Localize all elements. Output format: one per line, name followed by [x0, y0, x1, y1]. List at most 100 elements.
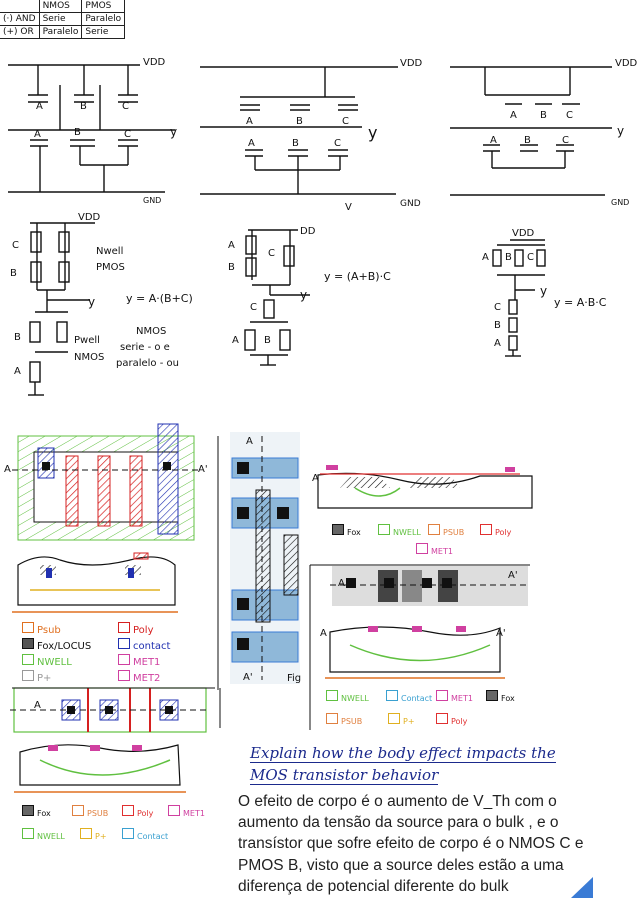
- vdd-label: VDD: [400, 58, 423, 69]
- cmos-left-drawing: [28, 222, 95, 396]
- input-c-label: C: [342, 116, 349, 127]
- legend-label: Contact: [401, 694, 433, 703]
- legend-swatch: [122, 805, 134, 816]
- legend-swatch: [486, 690, 498, 701]
- cut-a-label: A: [320, 628, 327, 639]
- cmos-right-drawing: [492, 239, 546, 357]
- cut-a-prime-label: A': [243, 672, 253, 683]
- input-a-label: A: [228, 240, 235, 251]
- note-line: serie - o e: [120, 342, 170, 353]
- table-cell: (+) OR: [0, 25, 40, 39]
- input-b-label: B: [228, 262, 235, 273]
- legend-label: Poly: [137, 809, 154, 818]
- output-y-label: y: [88, 295, 96, 309]
- cut-a-label: A: [312, 473, 319, 484]
- table-row: NMOS PMOS: [0, 0, 126, 13]
- v-label: V: [345, 202, 352, 213]
- gnd-label: GND: [611, 198, 630, 207]
- output-y-label: y: [617, 124, 625, 138]
- input-c-label: C: [122, 101, 129, 112]
- table-row: (+) OR Paralelo Serie: [0, 25, 126, 39]
- nmos-label: NMOS: [74, 352, 105, 363]
- output-y-label: y: [300, 288, 308, 302]
- layout-middle: [230, 432, 300, 684]
- legend-label: NWELL: [341, 694, 369, 703]
- cut-a-label: A: [34, 700, 41, 711]
- layout-top-left: [12, 423, 200, 541]
- pwell-label: Pwell: [74, 335, 100, 346]
- input-a-label: A: [490, 135, 497, 146]
- schematic-nand-left: [8, 64, 175, 193]
- table-row: (·) AND Serie Paralelo: [0, 12, 126, 26]
- cmos-mid-drawing: [244, 229, 310, 366]
- legend-swatch: [416, 543, 428, 554]
- legend-swatch: [378, 524, 390, 535]
- legend-label: NWELL: [393, 528, 421, 537]
- cross-section-right: [325, 626, 505, 679]
- note-title: NMOS: [136, 326, 167, 337]
- legend-swatch: [326, 690, 338, 701]
- page-corner-icon[interactable]: [571, 877, 593, 898]
- schematic-nor-mid: [200, 66, 398, 195]
- input-b-label: B: [10, 268, 17, 279]
- legend-label: NWELL: [37, 657, 72, 668]
- legend-label: MET1: [451, 694, 473, 703]
- legend-label: NWELL: [37, 832, 65, 841]
- legend-label: PSUB: [341, 717, 363, 726]
- input-b-label: B: [494, 320, 501, 331]
- legend-label: MET1: [183, 809, 205, 818]
- input-a-label: A: [248, 138, 255, 149]
- table-cell: Serie: [81, 25, 126, 39]
- input-b-label: B: [264, 335, 271, 346]
- legend-label: Psub: [37, 625, 61, 636]
- legend-swatch: [118, 670, 130, 681]
- output-y-label: y: [368, 123, 378, 142]
- input-c-label: C: [494, 302, 501, 313]
- legend-label: Fox: [347, 528, 361, 537]
- cross-section-bottom: [14, 744, 186, 793]
- legend-swatch: [168, 805, 180, 816]
- input-a-label: A: [494, 338, 501, 349]
- input-c-label: C: [334, 138, 341, 149]
- input-c-label: C: [268, 248, 275, 259]
- legend-label: Contact: [137, 832, 169, 841]
- input-b-label: B: [524, 135, 531, 146]
- cut-a-label: A: [4, 464, 11, 475]
- gnd-label: GND: [400, 199, 421, 209]
- cross-section-top-right: [317, 465, 533, 509]
- output-y-label: y: [540, 284, 548, 298]
- input-b-label: B: [505, 252, 512, 263]
- input-b-label: B: [296, 116, 303, 127]
- legend-swatch: [72, 805, 84, 816]
- legend-swatch: [22, 638, 34, 649]
- legend-label: P+: [403, 717, 415, 726]
- legend-swatch: [22, 828, 34, 839]
- legend-swatch: [118, 654, 130, 665]
- legend-swatch: [118, 622, 130, 633]
- input-c-label: C: [124, 129, 131, 140]
- input-c-label: C: [527, 252, 534, 263]
- cut-a-label: A: [338, 578, 345, 589]
- legend-swatch: [436, 713, 448, 724]
- input-b-label: B: [540, 110, 547, 121]
- input-c-label: C: [566, 110, 573, 121]
- vdd-label: DD: [300, 226, 316, 237]
- legend-swatch: [386, 690, 398, 701]
- legend-label: MET1: [431, 547, 453, 556]
- legend-swatch: [436, 690, 448, 701]
- legend-label: P+: [37, 673, 52, 684]
- input-b-label: B: [14, 332, 21, 343]
- input-a-label: A: [232, 335, 239, 346]
- legend-swatch: [122, 828, 134, 839]
- legend-label: P+: [95, 832, 107, 841]
- input-a-label: A: [510, 110, 517, 121]
- legend-label: Fox/LOCUS: [37, 641, 92, 652]
- input-c-label: C: [250, 302, 257, 313]
- answer-text: O efeito de corpo é o aumento de V_Th co…: [238, 793, 584, 895]
- note-line: paralelo - ou: [116, 358, 179, 369]
- nwell-label: Nwell: [96, 246, 124, 257]
- legend-swatch: [480, 524, 492, 535]
- legend-swatch: [80, 828, 92, 839]
- input-b-label: B: [80, 101, 87, 112]
